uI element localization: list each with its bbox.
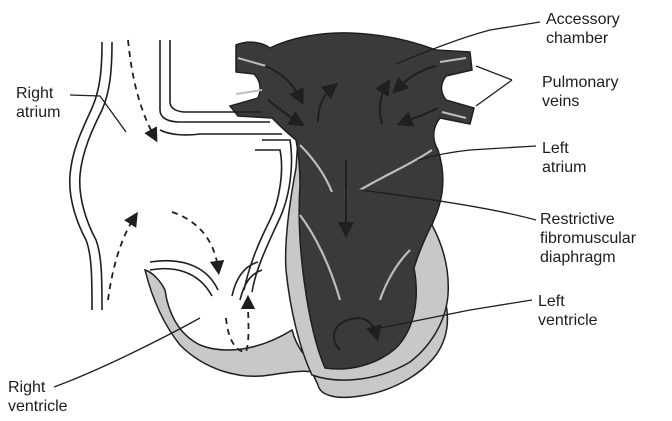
leader-right-atrium (70, 95, 126, 132)
label-accessory-chamber: Accessory chamber (546, 10, 620, 48)
leader-pulmonary-veins-1 (476, 66, 512, 80)
label-pulmonary-veins: Pulmonary veins (542, 73, 618, 111)
label-left-ventricle: Left ventricle (538, 292, 598, 330)
label-right-ventricle: Right ventricle (8, 378, 68, 416)
tricuspid-valve (150, 261, 262, 300)
label-left-atrium: Left atrium (542, 139, 586, 177)
leader-pulmonary-veins-2 (476, 80, 512, 106)
label-restrictive-diaphragm: Restrictive fibromuscular diaphragm (540, 210, 636, 267)
label-right-atrium: Right atrium (16, 84, 60, 122)
right-flow-arrows (108, 40, 249, 352)
